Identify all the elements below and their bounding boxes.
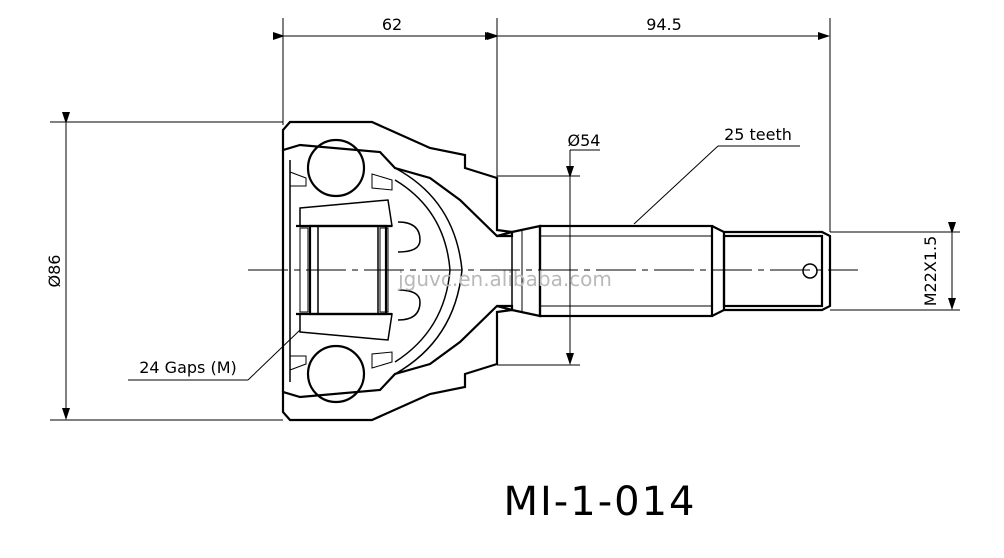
watermark-text: jguvc.en.alibaba.com [397, 267, 612, 291]
ball-lower [306, 344, 366, 404]
thread-section [722, 234, 824, 308]
thread-label: M22X1.5 [921, 236, 940, 307]
extension-lines [50, 18, 960, 421]
teeth-label: 25 teeth [724, 125, 792, 144]
outer-diameter-label: Ø86 [45, 255, 64, 288]
dimension-94-5-label: 94.5 [646, 15, 682, 34]
ball-upper [306, 138, 366, 198]
gaps-callout: 24 Gaps (M) [128, 329, 301, 381]
gaps-label: 24 Gaps (M) [139, 358, 237, 377]
cotter-hole [802, 263, 818, 279]
dimension-94-5: 94.5 [487, 15, 830, 40]
dimension-62-label: 62 [382, 15, 402, 34]
dimension-62: 62 [273, 15, 497, 40]
teeth-callout: 25 teeth [633, 125, 800, 225]
dimension-thread: M22X1.5 [921, 222, 956, 310]
stub-shaft [496, 224, 832, 318]
spline-section [538, 224, 714, 318]
inner-race [296, 199, 393, 341]
balls [289, 138, 421, 404]
dimension-shaft-diameter: Ø54 [566, 131, 601, 365]
part-number: MI-1-014 [504, 479, 697, 525]
dimension-outer-diameter: Ø86 [45, 112, 70, 420]
shaft-diameter-label: Ø54 [568, 131, 601, 150]
